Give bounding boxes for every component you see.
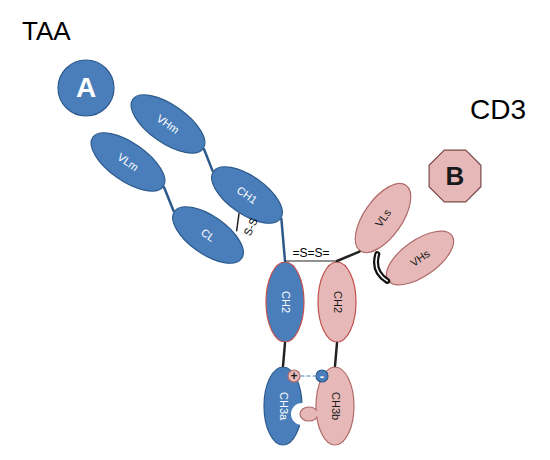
knob-fill [303, 408, 318, 420]
node-text: - [320, 370, 324, 383]
connector-line [283, 343, 285, 366]
connector-line [285, 261, 337, 262]
connector-line [204, 149, 213, 171]
node-text: B [446, 163, 465, 189]
connector-line [164, 187, 174, 211]
connector-path [281, 219, 285, 261]
node-text: CH2 [280, 291, 291, 313]
connector-path [283, 343, 285, 366]
antigen-label: CD3 [470, 96, 526, 124]
node-ellipse [316, 367, 354, 445]
node-ellipse [58, 60, 114, 116]
knob-shape [300, 407, 318, 421]
bond-label: =S=S= [292, 247, 329, 259]
node-text: A [76, 74, 96, 102]
node-ellipse [266, 262, 304, 342]
node-ellipse [82, 122, 174, 202]
constant-domain: CH2 [265, 261, 305, 343]
node-text: CH3a [278, 392, 289, 420]
peptide-linker [376, 254, 387, 281]
connector-path [285, 260, 337, 261]
connector-line [281, 219, 285, 261]
node-ellipse [316, 370, 328, 382]
node-ellipse [318, 262, 356, 342]
hole-domain: CH3a+ [263, 366, 303, 446]
node-ellipse [164, 196, 253, 274]
bond-label: S-S [242, 217, 260, 238]
charge-circle: - [315, 369, 329, 383]
connector-line [337, 252, 359, 261]
antigen-octagon: B [426, 147, 484, 205]
knob-domain: CH3b- [315, 366, 355, 446]
connector-path [376, 254, 387, 281]
linker-highlight [376, 254, 387, 281]
node-text: CH2 [332, 291, 343, 313]
node-octagon [429, 150, 481, 202]
connector-path [237, 214, 239, 231]
node-text: CH3b [330, 392, 341, 420]
charge-circle: + [287, 369, 301, 383]
node-text: + [290, 370, 297, 382]
connector-path [164, 187, 174, 211]
connector-line [237, 214, 239, 231]
connector-line [335, 343, 337, 366]
connector-line [301, 376, 315, 377]
antigen-label: TAA [22, 18, 71, 44]
node-ellipse [378, 221, 463, 295]
connector-path [337, 252, 359, 261]
connector-path [301, 375, 315, 376]
antigen-circle: A [57, 59, 115, 117]
connector-path [335, 343, 337, 366]
connector-path [204, 149, 213, 171]
node-ellipse [288, 370, 300, 382]
constant-domain: CH2 [317, 261, 357, 343]
